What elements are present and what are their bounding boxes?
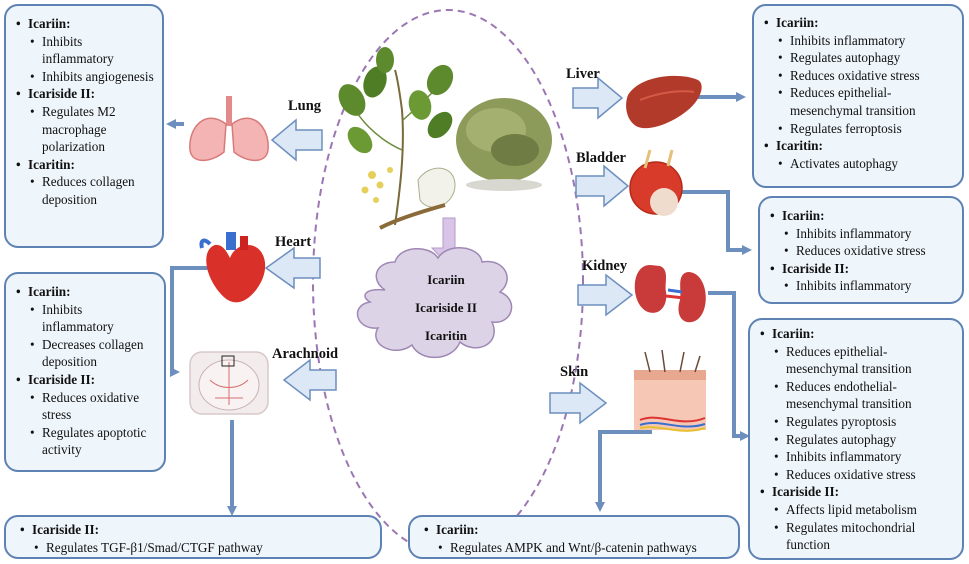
compound-heading: Icariin: <box>422 521 726 539</box>
effect-item: Reduces epithelial-mesenchymal transitio… <box>762 84 954 119</box>
brain-image <box>189 351 269 415</box>
effect-item: Inhibits inflammatory <box>768 225 954 243</box>
compound-heading: Icariin: <box>768 207 954 225</box>
organ-label-skin: Skin <box>560 364 589 380</box>
compound-heading: Icariin: <box>14 283 156 301</box>
bladder-effects-box: Icariin: Inhibits inflammatory Reduces o… <box>758 196 964 304</box>
effect-item: Inhibits inflammatory <box>14 33 154 68</box>
effect-item: Reduces oxidative stress <box>762 67 954 85</box>
effect-item: Inhibits inflammatory <box>14 301 156 336</box>
organ-label-lung: Lung <box>288 98 322 114</box>
skin-image <box>634 349 706 432</box>
bladder-image <box>629 149 683 216</box>
effect-item: Regulates autophagy <box>758 431 954 449</box>
compound-heading: Icariside II: <box>768 260 954 278</box>
compound-heading: Icariside II: <box>758 483 954 501</box>
compound-heading: Icaritin: <box>14 156 154 174</box>
organ-label-kidney: Kidney <box>582 258 628 274</box>
skin-effects-box: Icariin: Regulates AMPK and Wnt/β-cateni… <box>408 515 740 559</box>
cloud-compound-icariside-ii: Icariside II <box>415 300 477 315</box>
lung-image <box>189 96 269 162</box>
effect-item: Regulates ferroptosis <box>762 120 954 138</box>
effect-item: Affects lipid metabolism <box>758 501 954 519</box>
effect-item: Regulates AMPK and Wnt/β-catenin pathway… <box>422 539 726 557</box>
effect-item: Reduces endothelial-mesenchymal transiti… <box>758 378 954 413</box>
effect-item: Regulates apoptotic activity <box>14 424 156 459</box>
liver-image <box>626 75 702 129</box>
compound-heading: Icaritin: <box>762 137 954 155</box>
compound-heading: Icariin: <box>758 325 954 343</box>
effect-item: Activates autophagy <box>762 155 954 173</box>
effect-item: Reduces collagen deposition <box>14 173 154 208</box>
effect-item: Reduces oxidative stress <box>758 466 954 484</box>
compound-heading: Icariin: <box>14 15 154 33</box>
effect-item: Regulates TGF-β1/Smad/CTGF pathway <box>18 539 368 557</box>
effect-item: Inhibits angiogenesis <box>14 68 154 86</box>
right-hollow-arrows <box>549 76 634 425</box>
liver-effects-box: Icariin: Inhibits inflammatory Regulates… <box>752 4 964 188</box>
dried-herb-image <box>456 98 552 191</box>
effect-item: Inhibits inflammatory <box>762 32 954 50</box>
effect-item: Reduces oxidative stress <box>14 389 156 424</box>
cloud-compound-icaritin: Icaritin <box>425 328 467 343</box>
organ-label-liver: Liver <box>566 66 600 82</box>
organ-label-bladder: Bladder <box>576 150 626 166</box>
effect-item: Decreases collagen deposition <box>14 336 156 371</box>
kidney-image <box>634 265 706 323</box>
cloud-compound-icariin: Icariin <box>427 272 465 287</box>
effect-item: Regulates pyroptosis <box>758 413 954 431</box>
arachnoid-effects-box: Icariside II: Regulates TGF-β1/Smad/CTGF… <box>4 515 382 559</box>
heart-image <box>199 232 266 303</box>
heart-effects-box: Icariin: Inhibits inflammatory Decreases… <box>4 272 166 472</box>
effect-item: Regulates M2 macrophage polarization <box>14 103 154 156</box>
compound-heading: Icariside II: <box>18 521 368 539</box>
organ-label-heart: Heart <box>275 234 312 250</box>
kidney-effects-box: Icariin: Reduces epithelial-mesenchymal … <box>748 318 964 560</box>
compound-heading: Icariin: <box>762 14 954 32</box>
effect-item: Inhibits inflammatory <box>758 448 954 466</box>
left-hollow-arrows <box>264 118 337 402</box>
compound-heading: Icariside II: <box>14 371 156 389</box>
effect-item: Reduces oxidative stress <box>768 242 954 260</box>
effect-item: Inhibits inflammatory <box>768 277 954 295</box>
epimedium-plant-image <box>338 47 456 230</box>
compound-heading: Icariside II: <box>14 85 154 103</box>
compound-cloud <box>356 247 513 359</box>
effect-item: Reduces epithelial-mesenchymal transitio… <box>758 343 954 378</box>
lung-effects-box: Icariin: Inhibits inflammatory Inhibits … <box>4 4 164 248</box>
organ-label-arachnoid: Arachnoid <box>272 346 339 362</box>
effect-item: Regulates autophagy <box>762 49 954 67</box>
effect-item: Regulates mitochondrial function <box>758 519 954 554</box>
